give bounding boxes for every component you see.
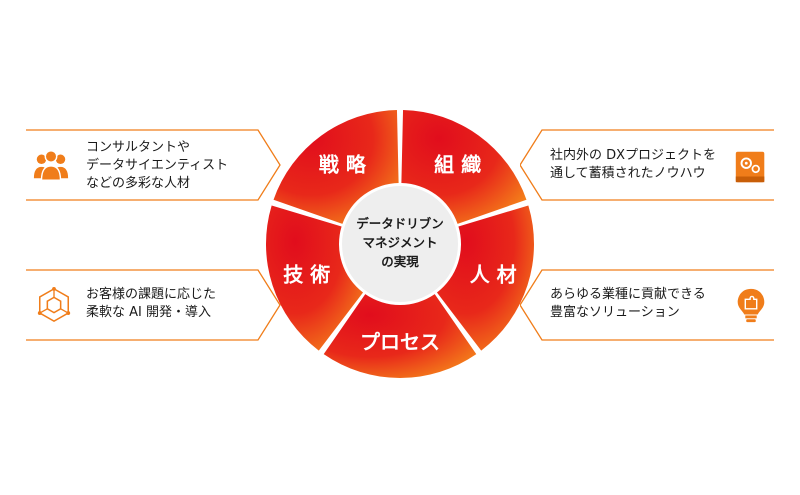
card-knowhow: 社内外の DXプロジェクトを 通して蓄積されたノウハウ	[520, 126, 780, 202]
card-frame	[26, 269, 281, 341]
card-solution-text: あらゆる業種に貢献できる 豊富なソリューション	[550, 287, 706, 320]
card-talent: コンサルタントや データサイエンティスト などの多彩な人材	[26, 126, 286, 202]
segment-technology-label: 技 術	[283, 262, 330, 286]
center-line-3: の実現	[381, 254, 419, 269]
ai-chip-icon	[37, 286, 71, 323]
segment-technology	[266, 205, 364, 351]
card-solution: あらゆる業種に貢献できる 豊富なソリューション	[520, 266, 780, 342]
card-knowhow-text: 社内外の DXプロジェクトを 通して蓄積されたノウハウ	[550, 148, 717, 181]
segment-organization	[401, 110, 527, 224]
wheel-center	[342, 186, 458, 302]
segment-strategy	[273, 110, 399, 224]
wheel-segments	[266, 110, 534, 378]
segment-strategy-label: 戦 略	[319, 153, 367, 177]
card-ai: お客様の課題に応じた 柔軟な AI 開発・導入	[26, 266, 286, 342]
card-frame	[520, 269, 774, 341]
segment-process-label: プロセス	[360, 330, 440, 354]
people-icon	[33, 150, 69, 181]
knowledge-book-icon	[735, 151, 765, 183]
center-line-1: データドリブン	[356, 216, 444, 231]
segment-organization-label: 組 織	[434, 153, 481, 177]
segment-talent-label: 人 材	[470, 262, 517, 286]
segment-talent	[436, 205, 534, 351]
card-talent-text: コンサルタントや データサイエンティスト などの多彩な人材	[86, 140, 229, 191]
lightbulb-puzzle-icon	[737, 288, 765, 323]
segment-process	[323, 294, 477, 378]
card-frame	[26, 129, 281, 201]
center-line-2: マネジメント	[362, 235, 437, 250]
card-ai-text: お客様の課題に応じた 柔軟な AI 開発・導入	[86, 287, 217, 320]
card-frame	[520, 129, 774, 201]
